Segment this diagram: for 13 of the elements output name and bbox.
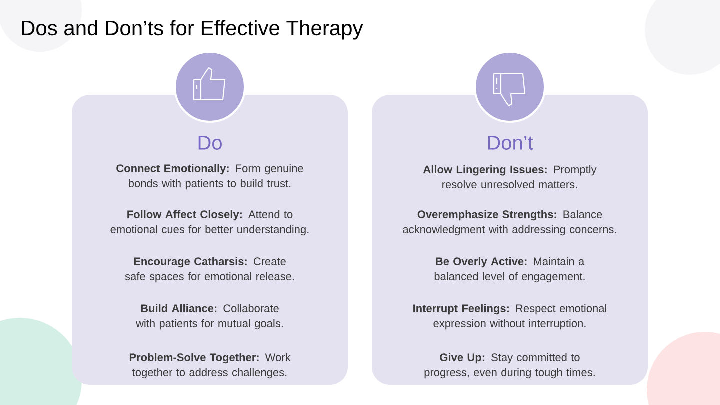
item-text: Give Up: Stay committed to progress, even during tough times. xyxy=(424,353,595,379)
item-text: Build Alliance: Collaborate with patients for mutual goals. xyxy=(136,304,283,330)
item-text: Allow Lingering Issues: Promptly resolve unresolved matters. xyxy=(423,165,597,189)
item-text: Follow Affect Closely: Attend to emotional cues for better understanding. xyxy=(110,210,309,236)
card-heading: Don’t xyxy=(488,136,534,150)
card-heading: Do xyxy=(198,136,222,150)
item-text: Encourage Catharsis: Create safe spaces for emotional release. xyxy=(125,257,294,283)
item-text: Problem-Solve Together: Work together to address challenges. xyxy=(130,353,291,379)
item-text: Interrupt Feelings: Respect emotional expression without interruption. xyxy=(414,304,606,330)
item-text: Connect Emotionally: Form genuine bonds with patients to build trust. xyxy=(116,164,304,190)
slide-title: Dos and Don’ts for Effective Therapy xyxy=(22,20,364,40)
item-text: Overemphasize Strengths: Balance acknowledgment with addressing concerns. xyxy=(403,210,616,236)
item-text: Be Overly Active: Maintain a balanced level of engagement. xyxy=(434,257,585,283)
